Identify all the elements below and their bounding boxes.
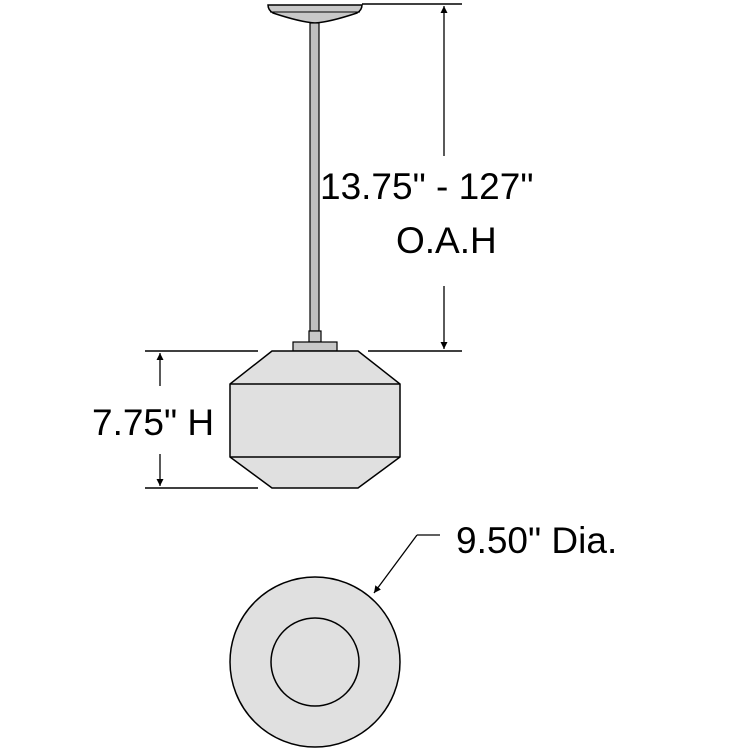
overall-height-caption: O.A.H xyxy=(396,220,497,261)
fitter-plate xyxy=(292,341,338,352)
diameter-label: 9.50" Dia. xyxy=(456,520,618,561)
overall-height-range-label: 13.75" - 127" xyxy=(320,166,534,207)
diameter-leader xyxy=(373,534,440,594)
down-rod xyxy=(309,22,320,332)
rod-coupling xyxy=(308,330,322,343)
shade-height-label: 7.75" H xyxy=(92,402,215,443)
shade-bottom-view xyxy=(229,576,401,748)
canopy xyxy=(267,4,363,24)
shade-side-view xyxy=(229,350,401,489)
shade-height-dimension xyxy=(145,350,258,489)
overall-height-dimension xyxy=(362,3,462,352)
